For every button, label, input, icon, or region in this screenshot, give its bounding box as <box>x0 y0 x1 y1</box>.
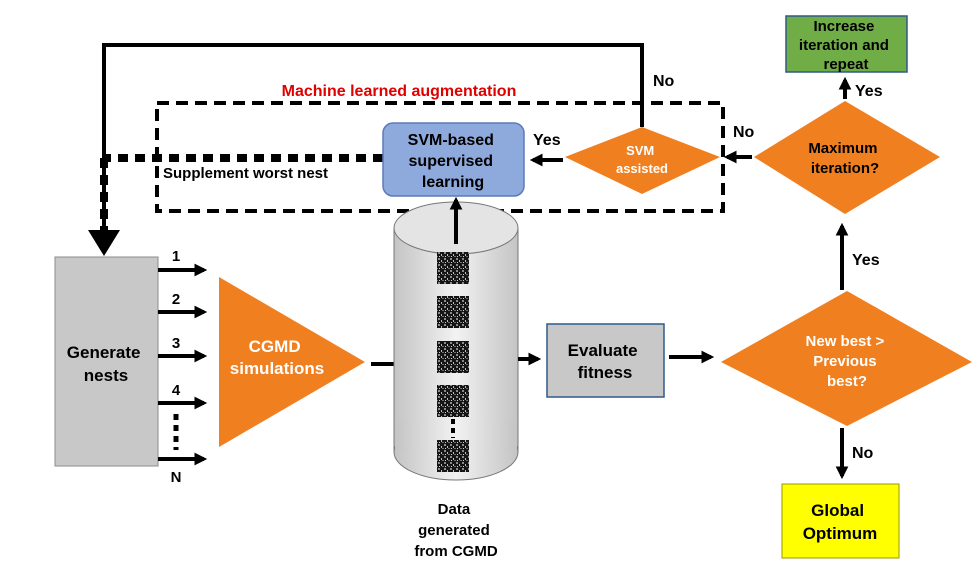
evaluate-fitness-box <box>546 323 665 398</box>
nest-label-4: 4 <box>172 382 181 399</box>
newbest-yes-label: Yes <box>852 252 880 269</box>
newbest-no-label: No <box>852 445 874 462</box>
global-optimum-box <box>781 483 900 559</box>
new-best-decision <box>721 291 972 426</box>
generate-nests-arrowhead <box>88 230 120 256</box>
supplement-label: Supplement worst nest <box>163 165 328 182</box>
data-sample-image <box>437 341 469 373</box>
data-samples <box>437 252 469 472</box>
max-iteration-label: Maximum iteration? <box>808 140 881 177</box>
data-sample-image <box>437 296 469 328</box>
max-iteration-decision <box>754 101 940 214</box>
nest-label-1: 1 <box>172 248 180 265</box>
svm-no-label: No <box>653 73 675 90</box>
data-sample-image <box>437 440 469 472</box>
svm-no-loop-line <box>102 43 644 238</box>
evaluate-fitness-label: Evaluate fitness <box>568 341 643 382</box>
nest-label-3: 3 <box>172 335 180 352</box>
increase-iteration-box <box>785 15 908 73</box>
increase-iteration-label: Increase iteration and repeat <box>799 18 893 73</box>
max-yes-label: Yes <box>855 83 883 100</box>
svm-assisted-decision <box>565 127 720 194</box>
generate-nests-box <box>54 256 159 467</box>
global-optimum-label: Global Optimum <box>803 501 878 543</box>
data-caption: Data generated from CGMD <box>414 501 497 560</box>
svm-assisted-label: SVM assisted <box>616 143 668 176</box>
data-sample-image <box>437 385 469 417</box>
new-best-label: New best > Previous best? <box>806 333 889 390</box>
nest-arrows <box>158 263 208 466</box>
ml-augmentation-title: Machine learned augmentation <box>282 83 517 100</box>
nest-label-2: 2 <box>172 291 180 308</box>
svm-learning-label: SVM-based supervised learning <box>408 132 499 191</box>
svm-learning-box <box>382 122 525 197</box>
svm-yes-label: Yes <box>533 132 561 149</box>
cgmd-simulations-label: CGMD simulations <box>230 337 324 378</box>
generate-nests-label: Generate nests <box>67 343 145 385</box>
nest-label-n: N <box>171 469 182 486</box>
max-iteration-no-label: No <box>733 124 755 141</box>
data-sample-image <box>437 252 469 284</box>
cgmd-simulations-triangle <box>219 277 365 447</box>
